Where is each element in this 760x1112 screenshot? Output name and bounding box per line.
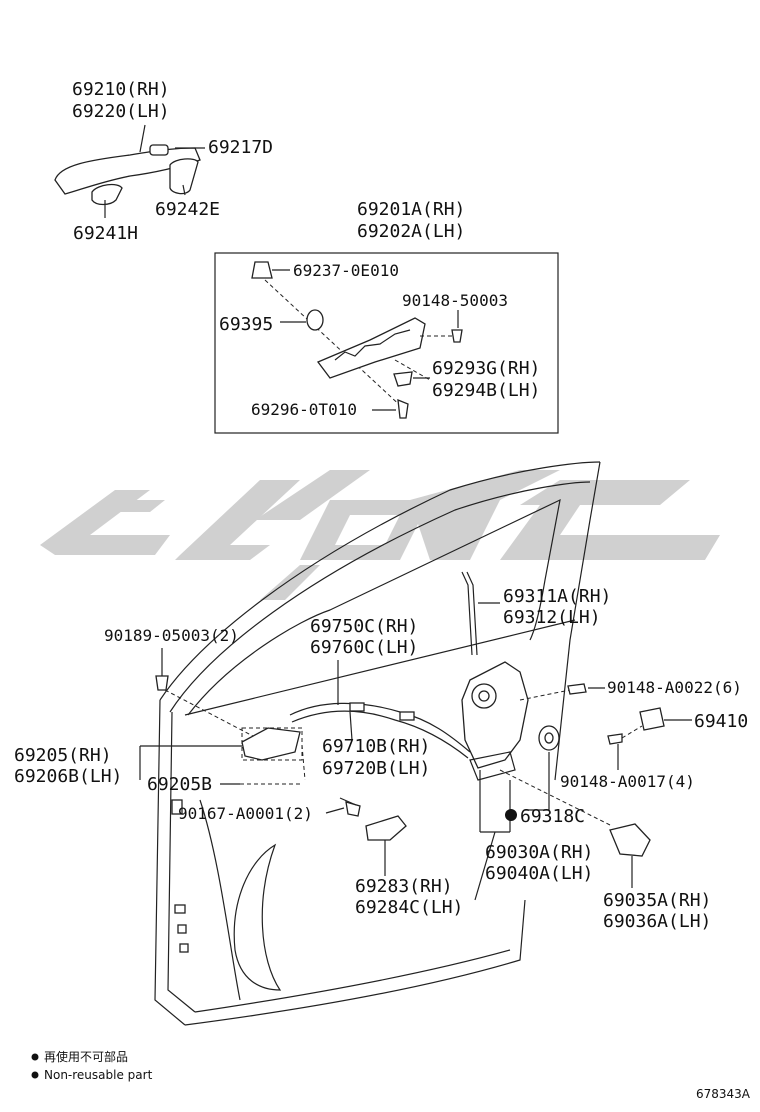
- handle-pad-69241H: [91, 183, 123, 206]
- label-69205B: 69205B: [147, 774, 212, 795]
- grommet-69395: [306, 309, 324, 331]
- legend-zh: 再使用不可部品: [44, 1049, 128, 1064]
- label-69220: 69220(LH): [72, 101, 170, 122]
- inside-handle: [241, 727, 301, 761]
- diagram-id: 678343A: [696, 1087, 751, 1101]
- label-69040A: 69040A(LH): [485, 863, 593, 884]
- label-69296: 69296-0T010: [251, 400, 357, 419]
- door-hole-2: [177, 924, 187, 934]
- label-69294B: 69294B(LH): [432, 380, 540, 401]
- label-69206B: 69206B(LH): [14, 766, 122, 787]
- label-69035A: 69035A(RH): [603, 890, 711, 911]
- lock-cover-69035A: [609, 823, 651, 857]
- handle-frame-group: 69201A(RH) 69202A(LH) 69237-0E010 69395 …: [214, 199, 559, 434]
- label-69720B: 69720B(LH): [322, 758, 430, 779]
- door-panel: [154, 461, 601, 1026]
- label-90148-A0022: 90148-A0022(6): [607, 678, 742, 697]
- screw-90148-A0017: [607, 733, 623, 745]
- clip-69293G: [393, 371, 413, 387]
- legend-en: Non-reusable part: [44, 1068, 153, 1082]
- label-69217D: 69217D: [208, 137, 273, 158]
- label-69241H: 69241H: [73, 223, 138, 244]
- legend-dot-zh: [31, 1053, 39, 1061]
- outside-handle: [54, 147, 201, 195]
- label-90148-50003: 90148-50003: [402, 291, 508, 310]
- label-90148-A0017: 90148-A0017(4): [560, 772, 695, 791]
- label-69293G: 69293G(RH): [432, 358, 540, 379]
- cap-69237: [251, 261, 273, 279]
- label-90189: 90189-05003(2): [104, 626, 239, 645]
- frame-box: [214, 252, 559, 434]
- label-69202A: 69202A(LH): [357, 221, 465, 242]
- label-69036A: 69036A(LH): [603, 911, 711, 932]
- cable-clip-2: [399, 711, 415, 721]
- cover-69283: [365, 815, 407, 841]
- label-69318C: 69318C: [520, 806, 585, 827]
- legend: 再使用不可部品 Non-reusable part: [31, 1049, 153, 1082]
- label-69030A: 69030A(RH): [485, 842, 593, 863]
- striker-69410: [639, 707, 665, 731]
- label-69760C: 69760C(LH): [310, 637, 418, 658]
- door-hole-4: [171, 799, 183, 815]
- cable-clip-1: [349, 702, 365, 712]
- label-69210: 69210(RH): [72, 79, 170, 100]
- label-69284C: 69284C(LH): [355, 897, 463, 918]
- label-69750C: 69750C(RH): [310, 616, 418, 637]
- label-69410: 69410: [694, 711, 748, 732]
- door-hole-1: [174, 904, 186, 914]
- bolt-90148-50003: [451, 329, 463, 343]
- label-69312: 69312(LH): [503, 607, 601, 628]
- washer-hole: [544, 732, 554, 744]
- label-69283: 69283(RH): [355, 876, 453, 897]
- label-90167: 90167-A0001(2): [178, 804, 313, 823]
- label-69710B: 69710B(RH): [322, 736, 430, 757]
- label-69237: 69237-0E010: [293, 261, 399, 280]
- watermark-logo: [40, 470, 720, 600]
- label-69205: 69205(RH): [14, 745, 112, 766]
- door-hole-3: [179, 943, 189, 953]
- handle-cap: [149, 144, 169, 156]
- label-69242E: 69242E: [155, 199, 220, 220]
- outside-handle-group: 69210(RH) 69220(LH) 69217D 69242E 69241H: [54, 79, 273, 244]
- screw-69296: [397, 398, 409, 419]
- non-reusable-marker: [505, 809, 517, 821]
- label-69311A: 69311A(RH): [503, 586, 611, 607]
- screw-90189: [155, 675, 169, 691]
- door-lock-assembly: [461, 661, 529, 769]
- legend-dot-en: [31, 1071, 39, 1079]
- lower-parts-group: 69311A(RH) 69312(LH) 90189-05003(2) 6975…: [14, 571, 748, 932]
- label-69395: 69395: [219, 314, 273, 335]
- bolt-90148-A0022: [567, 683, 587, 695]
- lock-cam-center: [478, 690, 490, 702]
- label-69201A: 69201A(RH): [357, 199, 465, 220]
- handle-frame: [316, 317, 426, 379]
- handle-pad-69242E: [169, 158, 199, 195]
